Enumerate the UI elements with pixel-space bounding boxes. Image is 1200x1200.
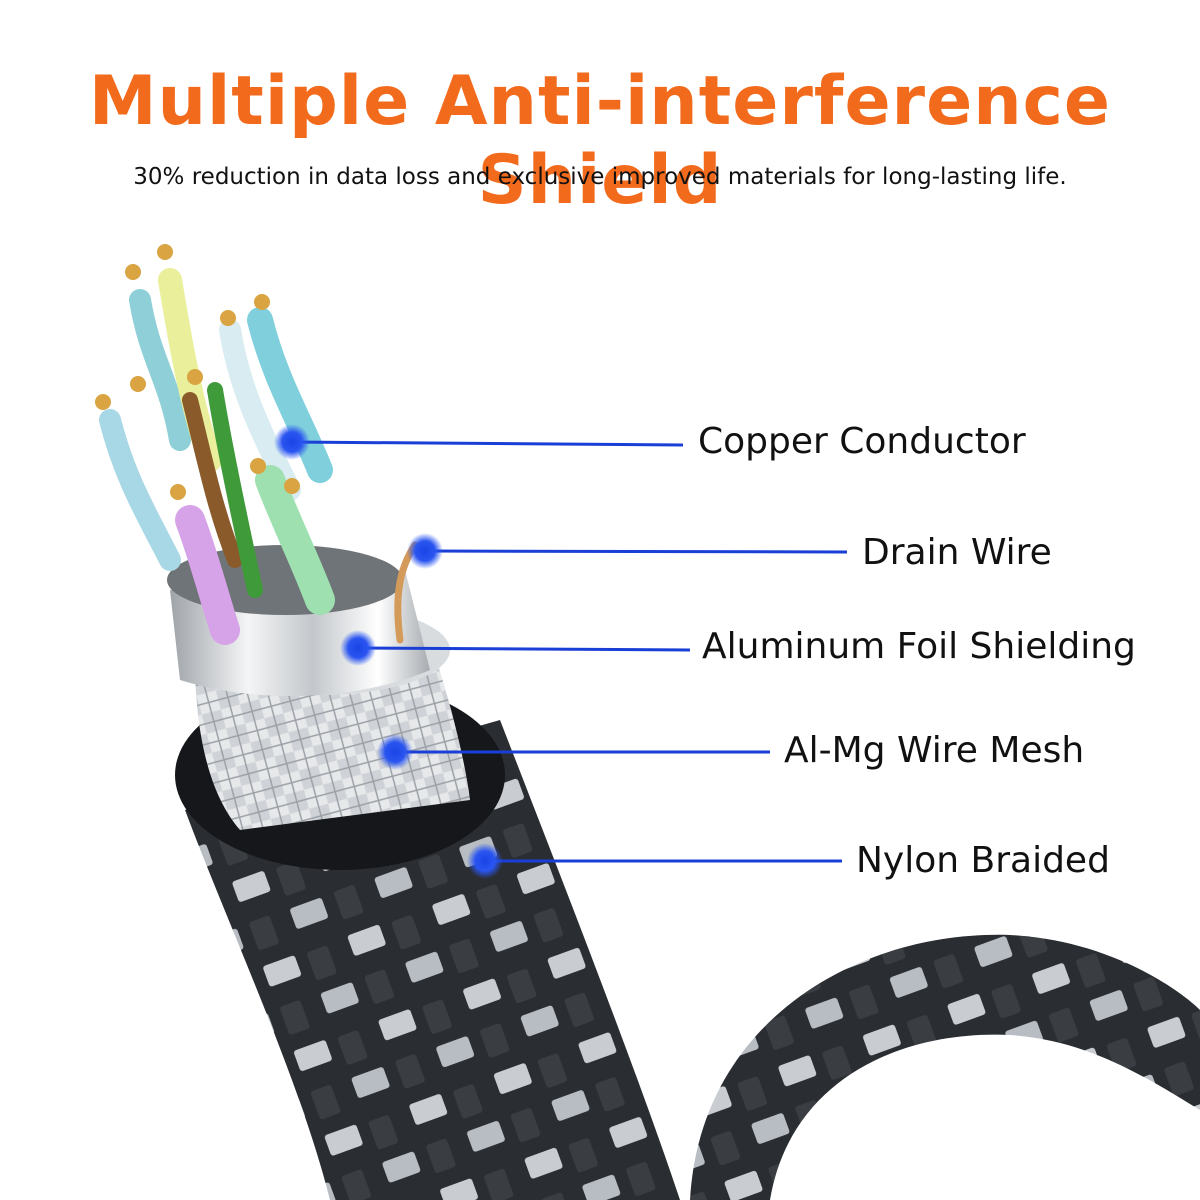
- callout-line-foil: [357, 646, 691, 652]
- cable-loop: [690, 934, 1200, 1200]
- callout-label-wire-mesh: Al-Mg Wire Mesh: [784, 730, 1085, 771]
- callout-dot-nylon: [467, 843, 503, 879]
- callout-dots: [274, 424, 503, 879]
- callout-label-copper-conductor: Copper Conductor: [698, 421, 1026, 462]
- callout-label-aluminum-foil: Aluminum Foil Shielding: [702, 626, 1136, 667]
- callout-dot-mesh: [377, 734, 413, 770]
- callout-lines: [291, 440, 848, 863]
- callout-dot-copper: [274, 424, 310, 460]
- callout-line-copper: [291, 440, 684, 447]
- page-subtitle: 30% reduction in data loss and exclusive…: [133, 164, 1067, 190]
- callout-dot-foil: [340, 630, 376, 666]
- callout-dot-drain: [407, 533, 443, 569]
- callout-label-drain-wire: Drain Wire: [862, 532, 1052, 573]
- page-title: Multiple Anti-interference Shield: [88, 62, 1112, 220]
- callout-label-nylon-braided: Nylon Braided: [856, 840, 1110, 881]
- twisted-pairs: [95, 244, 335, 645]
- callout-line-drain: [424, 549, 848, 554]
